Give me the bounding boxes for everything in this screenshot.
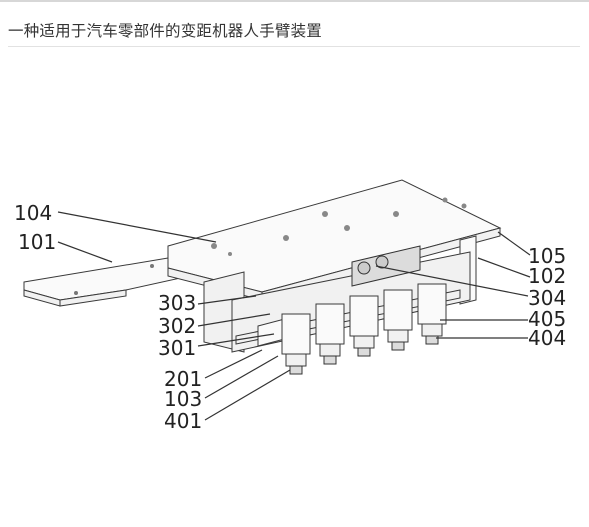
- gripper-module: [417, 283, 447, 345]
- top-border: [0, 0, 589, 2]
- gripper-modules: [281, 283, 447, 375]
- gripper-module: [349, 295, 379, 357]
- page-title: 一种适用于汽车零部件的变距机器人手臂装置: [8, 22, 323, 40]
- label-103: 103: [164, 387, 202, 411]
- gripper-module: [315, 303, 345, 365]
- label-301: 301: [158, 336, 196, 360]
- title-divider: [8, 46, 580, 47]
- gripper-module: [281, 313, 311, 375]
- patent-drawing: 104 101 105 102 303 304 302 405 301 404 …: [14, 179, 566, 433]
- label-304: 304: [528, 286, 566, 310]
- leader-lines: [57, 211, 531, 421]
- gripper-module: [383, 289, 413, 351]
- reference-numerals: 104 101 105 102 303 304 302 405 301 404 …: [14, 201, 566, 433]
- label-302: 302: [158, 314, 196, 338]
- label-405: 405: [528, 307, 566, 331]
- label-104: 104: [14, 201, 52, 225]
- label-401: 401: [164, 409, 202, 433]
- label-102: 102: [528, 264, 566, 288]
- label-101: 101: [18, 230, 56, 254]
- label-201: 201: [164, 367, 202, 391]
- label-303: 303: [158, 291, 196, 315]
- label-404: 404: [528, 326, 566, 350]
- label-105: 105: [528, 244, 566, 268]
